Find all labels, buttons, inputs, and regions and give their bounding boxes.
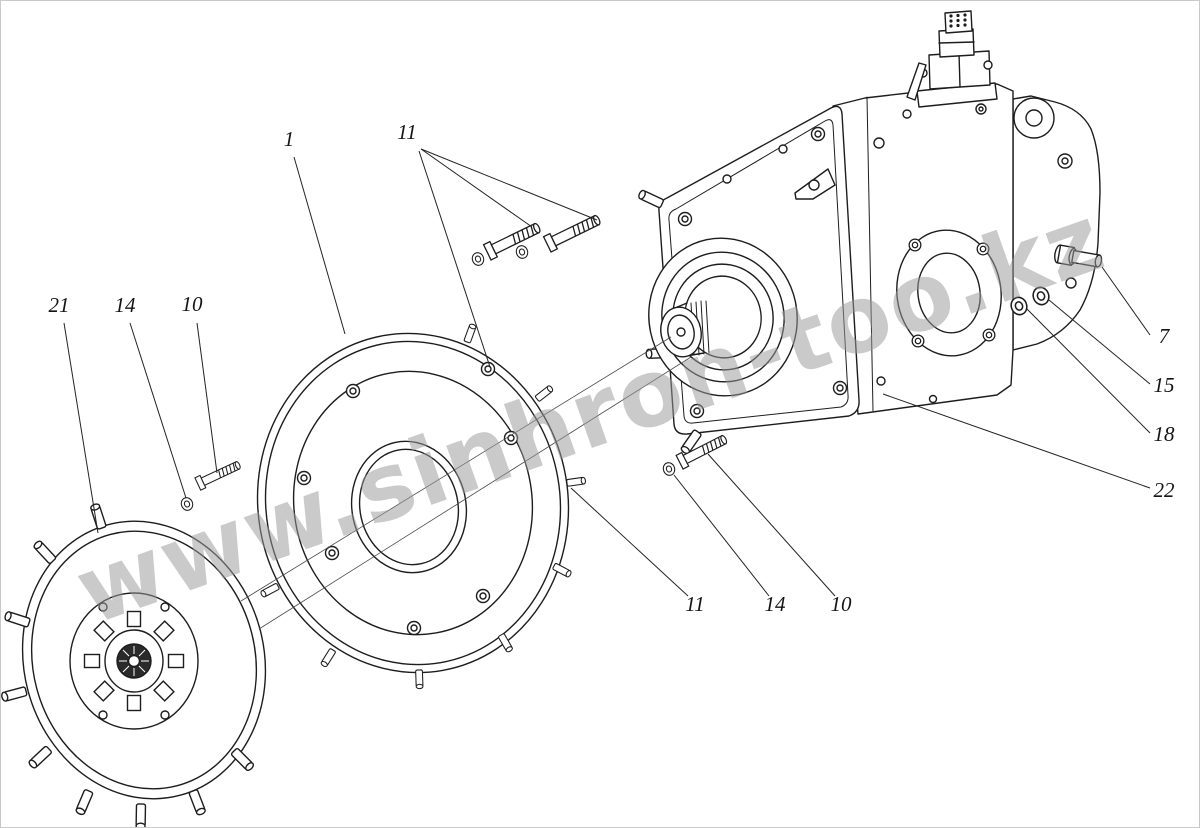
bolt-11-a xyxy=(482,218,544,261)
callout-11-bottom: 11 xyxy=(685,592,704,616)
coupling-disc xyxy=(1,502,267,827)
splined-bore xyxy=(104,629,164,693)
callout-10-bottom: 10 xyxy=(831,592,853,616)
valve-assembly xyxy=(906,10,998,108)
washer-14-b xyxy=(514,243,530,261)
bolt-11-b xyxy=(542,210,604,253)
washer-14-bottom xyxy=(661,460,677,478)
callout-21: 21 xyxy=(49,293,70,317)
callout-18: 18 xyxy=(1154,422,1176,446)
bolt-10-left xyxy=(194,457,243,491)
callout-14-bottom: 14 xyxy=(765,592,787,616)
washer-14-left xyxy=(179,495,195,513)
bell-housing-ring xyxy=(256,322,587,690)
coupling-slots xyxy=(83,610,185,712)
connector-pins xyxy=(949,13,967,28)
fitting-plug xyxy=(1054,244,1103,268)
alignment-lines xyxy=(240,336,692,630)
callout-14-left: 14 xyxy=(115,293,137,317)
callout-15: 15 xyxy=(1154,373,1175,397)
washer-14-a xyxy=(470,250,486,268)
callout-11-top: 11 xyxy=(397,120,416,144)
callout-22: 22 xyxy=(1154,478,1176,502)
splined-shaft xyxy=(660,300,710,358)
callout-10-left: 10 xyxy=(182,292,204,316)
hydraulic-pump xyxy=(636,10,1103,456)
callout-1: 1 xyxy=(284,127,295,151)
pump-rear-cover xyxy=(1012,95,1101,351)
leader-lines xyxy=(63,148,1151,597)
callout-7: 7 xyxy=(1159,324,1171,348)
pump-port-face xyxy=(896,229,1002,357)
